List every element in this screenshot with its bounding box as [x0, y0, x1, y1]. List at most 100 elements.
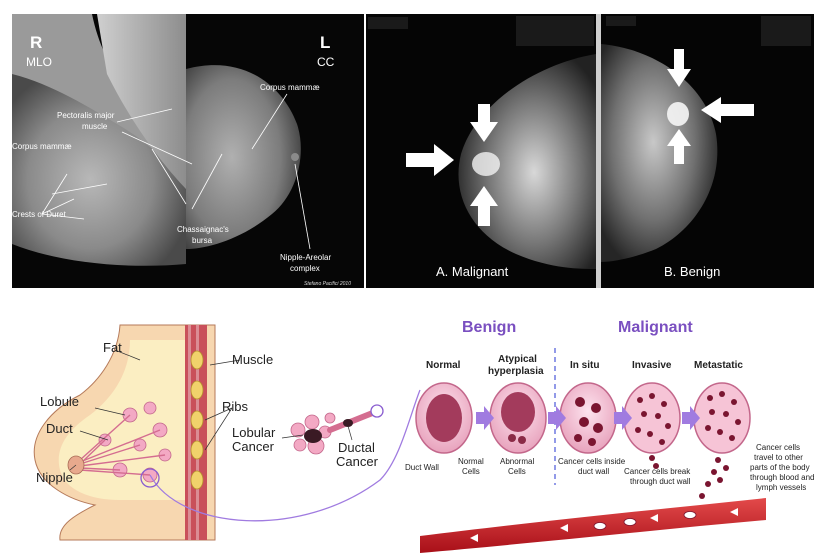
mlo-breast-shape — [12, 74, 186, 266]
signature: Stefano Pacifici 2010 — [304, 281, 351, 287]
arrow-up-icon — [470, 186, 498, 226]
ductal-cancer-label-line2: Cancer — [336, 454, 379, 469]
mlo-cc-figure: R MLO L CC Corpus mammæ Pectoralis major… — [12, 14, 364, 288]
vessel-flow-arrows — [470, 508, 738, 542]
cc-nipple-shape — [291, 153, 299, 161]
chassaignac-label-line2: bursa — [192, 236, 213, 245]
stage-insitu-cell — [559, 382, 617, 454]
progression-arrows — [476, 406, 700, 430]
stage-metastatic-label: Metastatic — [694, 360, 743, 371]
arrow-up-icon — [667, 129, 691, 164]
arrow-right-icon — [476, 406, 494, 430]
stage-normal-cell — [415, 382, 473, 454]
lobular-pointer — [281, 434, 304, 439]
lobular-cluster — [290, 412, 336, 455]
lobule-label: Lobule — [40, 394, 79, 409]
lobular-tumor — [304, 429, 322, 443]
malignant-breast-shape — [458, 54, 596, 269]
right-marker: R — [30, 33, 42, 52]
divider-bar — [596, 14, 601, 288]
malignant-caption: A. Malignant — [436, 264, 509, 279]
stage-invasive-label: Invasive — [632, 360, 672, 371]
arrow-left-icon — [701, 97, 754, 123]
invasive-note-line2: through duct wall — [630, 477, 691, 486]
pectoralis-label-line1: Pectoralis major — [57, 111, 115, 120]
duct-tube — [327, 409, 378, 433]
fat-label: Fat — [103, 340, 122, 355]
arrow-right-icon — [614, 406, 632, 430]
label-lines — [41, 93, 311, 250]
duct-end-circle — [370, 404, 384, 418]
nipple-areolar-label-line1: Nipple-Areolar — [280, 253, 331, 262]
corpus-mammae-cc-label: Corpus mammæ — [260, 83, 320, 92]
abnormal-cells-note-line2: Cells — [508, 467, 526, 476]
cc-breast-shape — [186, 65, 301, 249]
malignant-mass — [472, 152, 500, 176]
vessel-cells — [593, 511, 697, 530]
malignant-header: Malignant — [618, 319, 693, 336]
stage-insitu-label: In situ — [570, 360, 599, 371]
mlo-view-label: MLO — [26, 55, 52, 69]
abnormal-cells-note-line1: Abnormal — [500, 457, 534, 466]
stage-metastatic-cell — [693, 382, 751, 499]
stage-atypical-cell — [489, 382, 547, 454]
zoom-connector — [149, 389, 421, 522]
arrow-right-icon — [682, 406, 700, 430]
cancer-progression-figure: Fat Muscle Ribs Lobule Duct Nipple Lobul… — [33, 319, 815, 553]
mlo-cc-mammogram-panel: R MLO L CC Corpus mammæ Pectoralis major… — [12, 14, 364, 288]
ribs — [190, 350, 204, 490]
metastatic-note-line3: parts of the body — [750, 463, 810, 472]
stage-invasive-cell — [623, 382, 681, 469]
arrow-right-icon — [406, 144, 454, 176]
benign-arrows — [667, 49, 754, 164]
chassaignac-label-line1: Chassaignac's — [177, 225, 229, 234]
benign-caption: B. Benign — [664, 264, 720, 279]
benign-mass — [667, 102, 689, 126]
in-situ-note-line1: Cancer cells inside — [558, 457, 626, 466]
benign-breast-shape — [601, 44, 718, 262]
arrow-right-icon — [548, 406, 566, 430]
corpus-mammae-mlo-label: Corpus mammæ — [12, 142, 72, 151]
nipple-areolar-label-line2: complex — [290, 264, 320, 273]
mlo-pectoralis-shape — [97, 14, 186, 189]
pectoralis-label-line2: muscle — [82, 122, 108, 131]
ducts — [79, 414, 166, 476]
lobular-cancer-label-line1: Lobular — [232, 425, 276, 440]
normal-cells-note-line2: Cells — [462, 467, 480, 476]
in-situ-note-line2: duct wall — [578, 467, 609, 476]
cc-view-label: CC — [317, 55, 335, 69]
invasive-note-line1: Cancer cells break — [624, 467, 691, 476]
ductal-cancer-label-line1: Ductal — [338, 440, 375, 455]
stage-atypical-label-line2: hyperplasia — [488, 366, 544, 377]
stage-atypical-label-line1: Atypical — [498, 354, 537, 365]
malignant-benign-mammogram-panel: A. Malignant B. Benign — [366, 14, 814, 288]
crests-of-duret-label: Crests of Duret — [12, 210, 67, 219]
stage-normal-label: Normal — [426, 360, 461, 371]
ductal-pointer — [347, 425, 353, 441]
duct-label: Duct — [46, 421, 73, 436]
muscle-label: Muscle — [232, 352, 273, 367]
anatomy-pointer-lines — [69, 349, 241, 471]
breast-anatomy — [33, 324, 241, 541]
arrow-down-icon — [470, 104, 498, 142]
duct-wall-note: Duct Wall — [405, 463, 439, 472]
mammogram-comparison-figure: A. Malignant B. Benign — [366, 14, 814, 288]
left-marker: L — [320, 33, 330, 52]
arrow-down-icon — [667, 49, 691, 87]
malignant-arrows — [406, 104, 498, 226]
lobular-cancer-label-line2: Cancer — [232, 439, 275, 454]
ductal-tumor — [343, 419, 353, 427]
zoom-origin-circle — [140, 468, 160, 488]
metastatic-note-line1: Cancer cells — [756, 443, 800, 452]
benign-header: Benign — [462, 319, 516, 336]
nipple-label: Nipple — [36, 470, 73, 485]
ribs-label: Ribs — [222, 399, 249, 414]
normal-cells-note-line1: Normal — [458, 457, 484, 466]
blood-vessel — [420, 498, 766, 553]
metastatic-note-line4: through blood and — [750, 473, 815, 482]
dicom-header-text — [368, 16, 811, 46]
metastatic-note-line2: travel to other — [754, 453, 803, 462]
cancer-progression-diagram-panel: Fat Muscle Ribs Lobule Duct Nipple Lobul… — [0, 300, 826, 553]
muscle-stripes — [188, 325, 199, 540]
metastatic-note-line5: lymph vessels — [756, 483, 806, 492]
